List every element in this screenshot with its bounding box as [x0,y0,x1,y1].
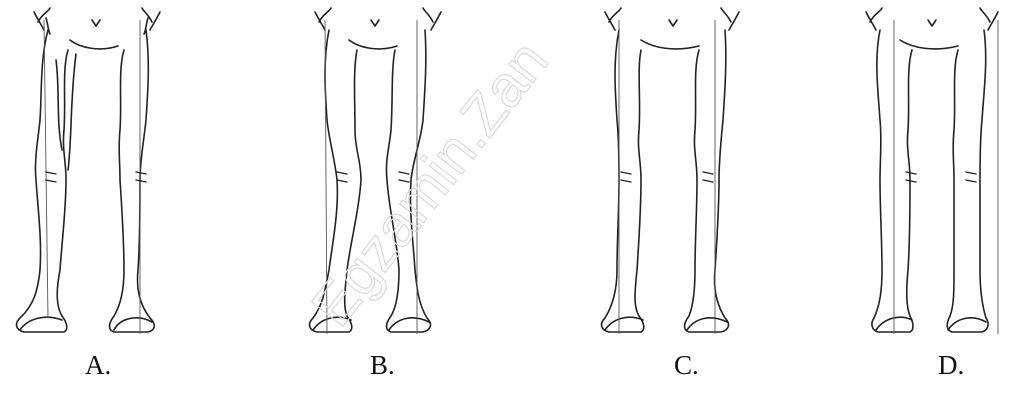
figure-d [840,0,1013,350]
caption-a: A. [85,350,111,381]
front-legs-drawing-b [275,0,475,350]
caption-c: C. [674,350,699,381]
front-legs-drawing-c [575,0,775,350]
figure-c [575,0,775,350]
figure-b [275,0,475,350]
front-legs-drawing-a [0,0,190,350]
figure-a [0,0,190,350]
caption-d: D. [938,350,964,381]
front-legs-drawing-d [840,0,1013,350]
caption-b: B. [370,350,395,381]
